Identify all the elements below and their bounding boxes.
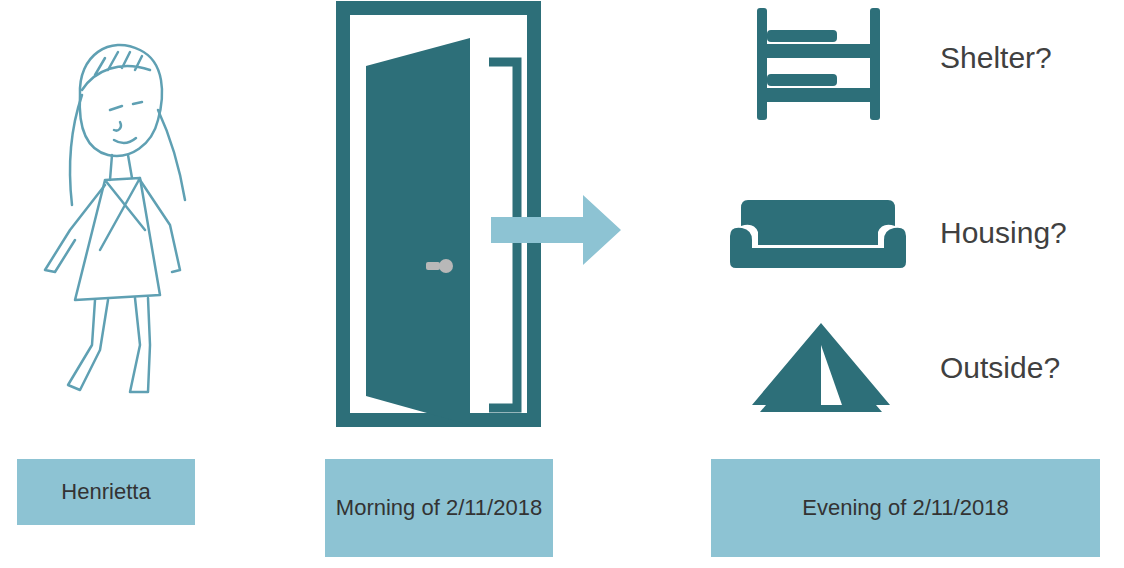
tent-body xyxy=(752,323,890,412)
box-text: Henrietta xyxy=(61,478,150,507)
box-text: Morning of 2/11/2018 xyxy=(336,494,542,523)
door-knob xyxy=(426,262,440,270)
label-box: Evening of 2/11/2018 xyxy=(711,459,1100,557)
figure-head xyxy=(80,45,162,156)
bed-mattress xyxy=(767,44,870,58)
door-panel xyxy=(366,38,470,425)
couch-seat xyxy=(730,228,906,268)
tent-door xyxy=(821,345,842,405)
bed-post xyxy=(870,8,880,120)
bed-pillow xyxy=(767,74,837,86)
label-box: Morning of 2/11/2018 xyxy=(325,459,553,557)
couch-back xyxy=(741,200,895,245)
figure-hair xyxy=(70,95,185,205)
flow-arrow xyxy=(491,195,621,265)
tent-icon xyxy=(752,323,890,412)
door-icon xyxy=(343,8,534,425)
option-label: Housing? xyxy=(940,215,1067,251)
figure-arm xyxy=(45,180,180,272)
figure-face xyxy=(110,102,142,143)
bed-mattress xyxy=(767,88,870,102)
box-text: Evening of 2/11/2018 xyxy=(802,494,1008,523)
stick-figure xyxy=(45,45,185,392)
option-label: Shelter? xyxy=(940,40,1052,76)
bed-post xyxy=(757,8,767,120)
couch-icon xyxy=(730,200,906,268)
figure-hair xyxy=(82,52,150,90)
figure-neck xyxy=(110,155,132,180)
figure-leg xyxy=(68,298,150,392)
figure-dress xyxy=(75,178,160,300)
bed-pillow xyxy=(767,30,837,42)
label-box: Henrietta xyxy=(17,459,195,525)
bunk-bed-icon xyxy=(757,8,880,120)
door-knob xyxy=(439,259,453,273)
option-label: Outside? xyxy=(940,350,1060,386)
